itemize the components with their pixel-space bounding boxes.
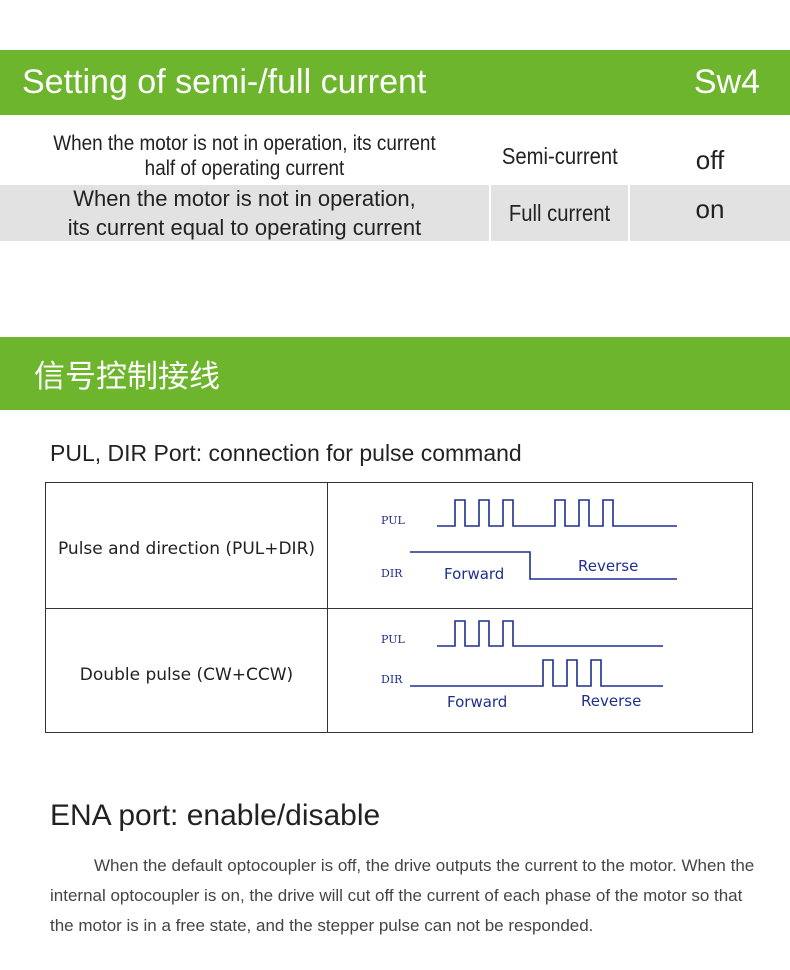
table-row: When the motor is not in operation, its … [0, 185, 790, 241]
table-divider [46, 608, 752, 609]
row-description-line: When the motor is not in operation, [73, 186, 416, 211]
state-label: off [695, 144, 725, 175]
pulse-direction-label: Pulse and direction (PUL+DIR) [57, 539, 316, 559]
row-description-line: half of operating current [144, 157, 345, 180]
table-row: When the motor is not in operation, its … [0, 128, 790, 184]
pul-dir-heading: PUL, DIR Port: connection for pulse comm… [50, 440, 522, 466]
dir-tag: DIR [381, 673, 403, 686]
mode-label: Full current [508, 199, 611, 226]
dir-tag: DIR [381, 567, 403, 580]
double-pulse-label: Double pulse (CW+CCW) [79, 665, 294, 685]
state-label: on [695, 193, 725, 224]
row-description-line: its current equal to operating current [67, 215, 422, 240]
forward-label: Forward [444, 565, 504, 583]
current-setting-title: Setting of semi-/full current [22, 63, 427, 101]
pul-tag: PUL [381, 633, 405, 646]
dir-waveform [410, 551, 677, 580]
switch-label: Sw4 [693, 63, 760, 101]
forward-label: Forward [447, 693, 507, 711]
row-state: on [630, 185, 790, 241]
reverse-label: Reverse [581, 692, 641, 710]
mode-label: Semi-current [501, 142, 618, 169]
waveform-table: Pulse and direction (PUL+DIR) Double pul… [45, 482, 753, 733]
row-description: When the motor is not in operation, its … [0, 185, 489, 241]
ena-heading: ENA port: enable/disable [50, 799, 381, 832]
ena-description: When the default optocoupler is off, the… [50, 856, 755, 935]
row-description-line: When the motor is not in operation, its … [53, 132, 436, 155]
row-mode: Full current [491, 185, 628, 241]
waveform-diagrams: PUL DIR PUL DIR Forward Reverse Forward … [381, 499, 677, 711]
row-state: off [630, 128, 790, 184]
reverse-label: Reverse [578, 557, 638, 575]
ccw-waveform [410, 659, 663, 687]
row-description: When the motor is not in operation, its … [24, 128, 464, 184]
table-divider [327, 483, 328, 732]
pul-waveform [437, 499, 677, 527]
current-setting-banner: Setting of semi-/full current Sw4 [0, 50, 790, 115]
pul-tag: PUL [381, 514, 405, 527]
row-mode: Semi-current [491, 128, 628, 184]
cw-waveform [437, 620, 663, 647]
signal-wiring-banner: 信号控制接线 [0, 337, 790, 410]
signal-wiring-title: 信号控制接线 [34, 359, 220, 395]
